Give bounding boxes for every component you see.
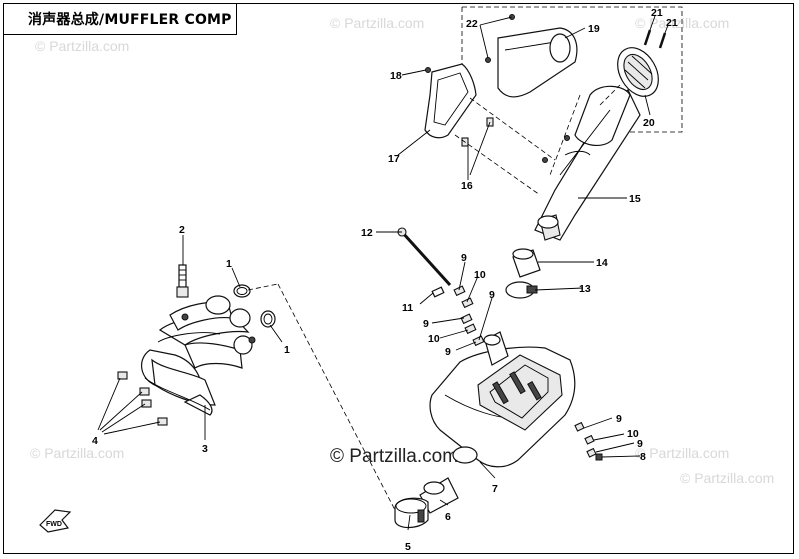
watermark-top-center: © Partzilla.com bbox=[330, 15, 424, 31]
callout-18: 18 bbox=[390, 70, 402, 82]
end-cap-20-part bbox=[617, 47, 659, 97]
callout-1-lower: 1 bbox=[284, 344, 290, 356]
callout-9-left-c: 9 bbox=[423, 318, 429, 330]
callout-22: 22 bbox=[466, 18, 478, 30]
callout-3: 3 bbox=[202, 443, 208, 455]
bracket-16-part bbox=[461, 117, 494, 147]
callout-9-right-a: 9 bbox=[616, 413, 622, 425]
muffler-outlet-15-part bbox=[534, 85, 641, 241]
callout-10-left-a: 10 bbox=[474, 269, 486, 281]
callout-21-b: 21 bbox=[666, 17, 678, 29]
diagram-title: 消声器总成/MUFFLER COMP bbox=[28, 11, 232, 28]
callout-14: 14 bbox=[596, 257, 608, 269]
fwd-arrow-icon: FWD bbox=[39, 509, 72, 533]
svg-text:FWD: FWD bbox=[46, 521, 62, 528]
long-bolt-part bbox=[397, 227, 452, 287]
callout-11: 11 bbox=[402, 302, 413, 314]
callout-5: 5 bbox=[405, 541, 411, 553]
callout-19: 19 bbox=[588, 23, 600, 35]
callout-1-upper: 1 bbox=[226, 258, 232, 270]
nuts-part bbox=[117, 371, 168, 426]
clamp-part bbox=[394, 497, 429, 529]
callout-15: 15 bbox=[629, 193, 641, 205]
gasket-upper bbox=[233, 284, 251, 298]
diagram-frame bbox=[3, 3, 794, 554]
stud-part bbox=[176, 264, 189, 298]
callout-21-a: 21 bbox=[651, 7, 663, 19]
callout-9-left-b: 9 bbox=[489, 289, 495, 301]
callout-9-left-a: 9 bbox=[461, 252, 467, 264]
watermark-bottom-left: © Partzilla.com bbox=[30, 445, 124, 461]
callout-10-right: 10 bbox=[627, 428, 639, 440]
callout-10-left-b: 10 bbox=[428, 333, 440, 345]
gasket-lower bbox=[260, 310, 276, 328]
watermark-main: © Partzilla.com bbox=[330, 446, 458, 467]
group-boundary-dashed bbox=[462, 6, 683, 133]
callout-16: 16 bbox=[461, 180, 473, 192]
clamp-13-part bbox=[505, 281, 538, 299]
heat-shield-19-part bbox=[485, 14, 578, 98]
callout-4: 4 bbox=[92, 435, 98, 447]
callout-8: 8 bbox=[640, 451, 646, 463]
callout-7: 7 bbox=[492, 483, 498, 495]
callout-6: 6 bbox=[445, 511, 451, 523]
callout-13: 13 bbox=[579, 283, 591, 295]
leader-lines bbox=[97, 15, 669, 531]
mount-bushings-left bbox=[431, 285, 485, 347]
heat-shield-17-part bbox=[424, 63, 477, 139]
watermark-bottom-right-2: © Partzilla.com bbox=[680, 470, 774, 486]
callout-9-right-b: 9 bbox=[637, 438, 643, 450]
watermark-top-left: © Partzilla.com bbox=[35, 38, 129, 54]
screws-21-part bbox=[643, 29, 667, 49]
watermark-bottom-right: © Partzilla.com bbox=[635, 445, 729, 461]
callout-20: 20 bbox=[643, 117, 655, 129]
callout-labels: 2 1 1 3 4 5 6 7 8 9 10 9 12 11 9 10 9 9 … bbox=[92, 7, 678, 553]
callout-9-left-d: 9 bbox=[445, 346, 451, 358]
mount-bushings-right bbox=[574, 421, 603, 461]
title-box: 消声器总成/MUFFLER COMP bbox=[3, 3, 237, 35]
callout-12: 12 bbox=[361, 227, 373, 239]
exhaust-header-part bbox=[141, 295, 256, 416]
gasket-14-part bbox=[512, 248, 541, 278]
callout-2: 2 bbox=[179, 224, 185, 236]
callout-17: 17 bbox=[388, 153, 400, 165]
muffler-body-part bbox=[429, 331, 576, 468]
